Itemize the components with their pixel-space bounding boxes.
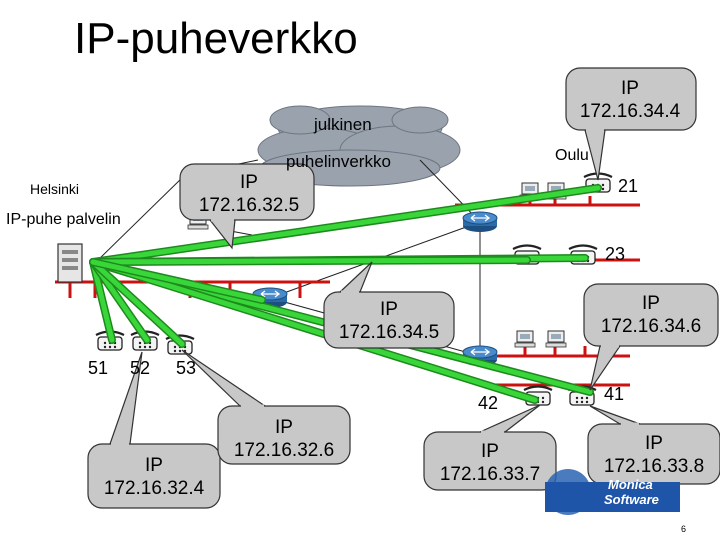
slide-title: IP-puheverkko [74, 14, 358, 64]
cloud-label-line1: julkinen [314, 115, 372, 135]
site-oulu-label: Oulu [555, 147, 589, 165]
ip-voice-server [58, 244, 82, 282]
phone-23-label: 23 [605, 244, 625, 265]
server-label: IP-puhe palvelin [6, 211, 121, 229]
phone-21-label: 21 [618, 176, 638, 197]
site-helsinki-label: Helsinki [30, 181, 79, 197]
phone-53-label: 53 [176, 358, 196, 379]
cloud-label-line2: puhelinverkko [286, 152, 391, 172]
page-number: 6 [681, 524, 686, 534]
pc-branch-1 [515, 331, 535, 347]
logo-text-monica: Monica [608, 477, 653, 492]
phone-42-label: 42 [478, 393, 498, 414]
link-to-phone-23-left [93, 260, 527, 262]
phone-41-label: 41 [604, 384, 624, 405]
logo-text-software: Software [604, 492, 659, 507]
router-top [463, 212, 497, 232]
pc-branch-2 [546, 331, 566, 347]
phone-52-label: 52 [130, 358, 150, 379]
phone-51-label: 51 [88, 358, 108, 379]
